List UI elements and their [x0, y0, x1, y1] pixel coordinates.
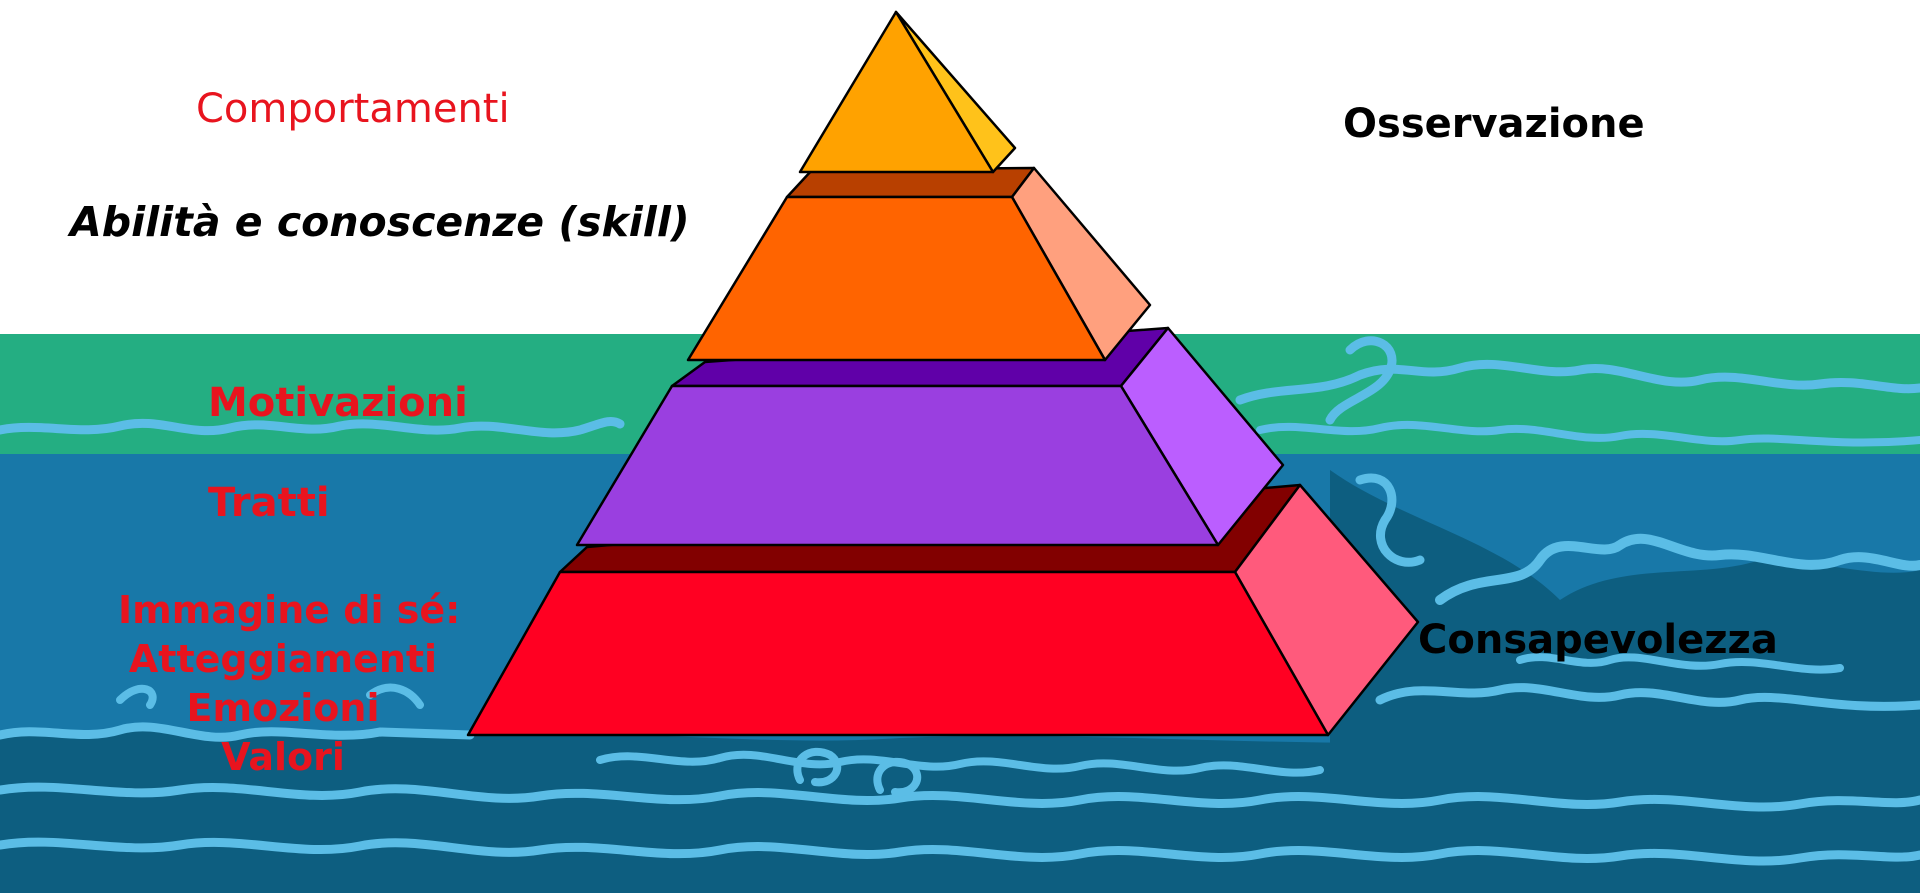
label-immagine-line1: Immagine di sé: [118, 586, 448, 635]
label-immagine-di-se: Immagine di sé: Atteggiamenti Emozioni V… [118, 586, 448, 782]
label-consapevolezza: Consapevolezza [1418, 617, 1778, 663]
label-immagine-line3: Emozioni [118, 684, 448, 733]
tier3-front-face [577, 386, 1218, 545]
label-comportamenti: Comportamenti [196, 86, 510, 132]
label-motivazioni: Motivazioni [208, 380, 468, 426]
label-immagine-line2: Atteggiamenti [118, 635, 448, 684]
label-tratti: Tratti [208, 480, 330, 526]
label-abilita-conoscenze: Abilità e conoscenze (skill) [70, 198, 690, 246]
label-osservazione: Osservazione [1343, 101, 1645, 147]
label-immagine-line4: Valori [118, 733, 448, 782]
tier4-front-face [468, 572, 1328, 735]
